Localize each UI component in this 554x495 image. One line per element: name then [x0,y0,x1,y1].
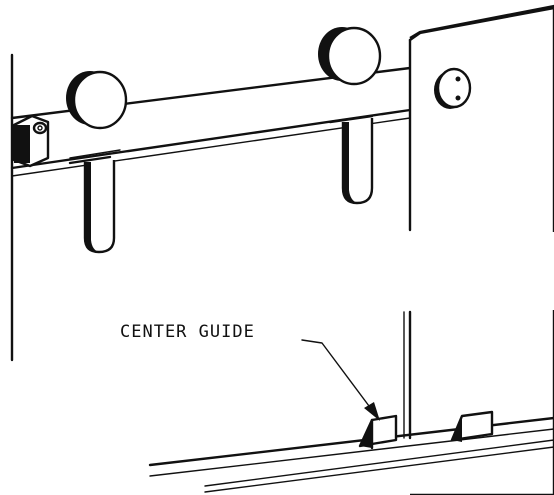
glass-door-panel-lower [403,310,412,440]
right-hanger-strap [328,114,374,205]
door-mount-knob [434,67,472,109]
right-roller-wheel [318,26,382,86]
center-guide [358,414,398,450]
left-roller-wheel [66,70,128,130]
center-guide-right-block [450,410,494,442]
center-guide-label: CENTER GUIDE [120,322,255,342]
end-stop-clamp [12,114,50,168]
callout-leader-arrow [301,339,380,421]
left-hanger-strap [68,155,116,254]
